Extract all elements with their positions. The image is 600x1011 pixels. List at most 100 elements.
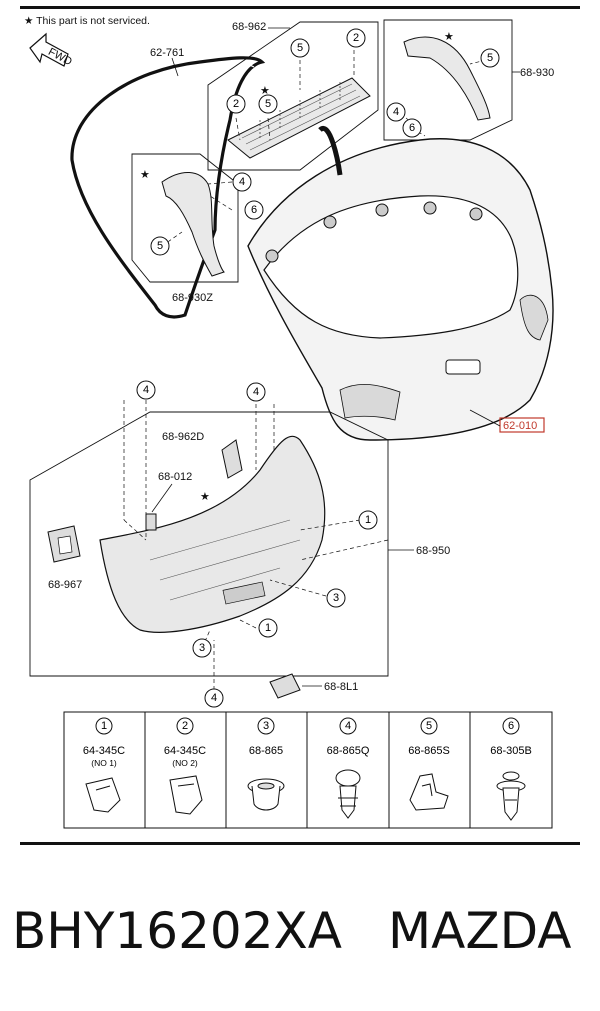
fastener-code: 68-865S [408,745,450,757]
not-serviced-star-icon: ★ [200,491,210,503]
callout-3: 3 [326,588,346,608]
left-side-trim-part[interactable] [161,172,225,277]
clip-nut-icon [169,775,203,815]
fastener-num: 4 [345,720,351,732]
top-rule [20,6,580,9]
label-68-8L1: 68-8L1 [324,681,358,693]
svg-text:2: 2 [233,98,239,110]
callout-1: 1 [258,618,278,638]
fastener-code: 64-345C [83,745,125,757]
callout-5: 5 [258,94,278,114]
bottom-rule [20,842,580,845]
fastener-sub: (NO 2) [172,758,198,768]
callout-6: 6 [244,200,264,220]
label-62-761: 62-761 [150,47,184,59]
not-serviced-star-icon: ★ [260,85,270,97]
lower-trim-box [29,411,389,677]
callout-4: 4 [136,380,156,400]
callout-4: 4 [386,102,406,122]
callout-6: 6 [402,118,422,138]
label-68-950: 68-950 [416,545,450,557]
fastener-col-1[interactable]: 1 64-345C (NO 1) [83,717,125,813]
fastener-num: 6 [508,720,514,732]
svg-text:1: 1 [265,622,271,634]
svg-text:5: 5 [487,52,493,64]
label-62-010: 62-010 [503,420,537,432]
svg-text:2: 2 [353,32,359,44]
svg-text:6: 6 [251,204,257,216]
svg-text:4: 4 [393,106,399,118]
fwd-arrow-icon: FWD [29,32,74,68]
part-number: BHY16202XA [12,902,342,960]
callout-4: 4 [232,172,252,192]
callout-5: 5 [290,38,310,58]
left-trim-box [131,153,239,283]
grommet-icon [247,778,285,811]
fastener-code: 68-305B [490,745,532,757]
callout-2: 2 [226,94,246,114]
svg-text:3: 3 [333,592,339,604]
right-trim-box [383,19,513,141]
label-68-012: 68-012 [158,471,192,483]
upper-trim-box [207,21,379,171]
callout-3: 3 [192,638,212,658]
retainer-clip-icon [409,773,449,811]
callout-5: 5 [150,236,170,256]
label-68-967: 68-967 [48,579,82,591]
circle-callouts: 2 5 2 5 5 4 6 4 6 5 4 4 1 3 1 3 4 [136,28,500,708]
svg-text:6: 6 [409,122,415,134]
clip-nut-icon [85,777,121,813]
highlight-box [499,417,545,433]
fastener-num: 2 [182,720,188,732]
fastener-col-5[interactable]: 5 68-865S [408,717,450,811]
fwd-label: FWD [46,46,74,68]
not-serviced-star-icon: ★ [140,169,150,181]
exploded-parts-diagram: ★ This part is not serviced. FWD 62-761 … [24,15,554,829]
callout-4: 4 [204,688,224,708]
liftgate-part[interactable] [247,125,554,441]
lower-trim-part[interactable] [99,435,326,633]
handle-part[interactable] [47,525,81,563]
fastener-col-3[interactable]: 3 68-865 [247,717,285,811]
callout-4: 4 [246,382,266,402]
weatherstrip-part[interactable] [70,56,266,319]
svg-text:4: 4 [211,692,217,704]
fastener-code: 68-865Q [327,745,370,757]
fastener-sub: (NO 1) [91,758,117,768]
not-serviced-note: ★ This part is not serviced. [24,15,150,27]
callout-2: 2 [346,28,366,48]
push-clip-icon [335,769,361,819]
upper-trim-part[interactable] [227,77,371,159]
svg-text:3: 3 [199,642,205,654]
callout-1: 1 [358,510,378,530]
rivet-clip-icon [496,771,526,821]
label-68-930Z: 68-930Z [172,292,213,304]
svg-text:5: 5 [157,240,163,252]
fastener-col-6[interactable]: 6 68-305B [490,717,532,821]
callout-5: 5 [480,48,500,68]
trim-bracket-part[interactable] [221,439,243,479]
svg-text:1: 1 [365,514,371,526]
footer: BHY16202XA MAZDA [0,900,600,970]
fastener-col-2[interactable]: 2 64-345C (NO 2) [164,717,206,815]
label-68-962D: 68-962D [162,431,204,443]
right-side-trim-part[interactable] [403,36,491,121]
fastener-num: 5 [426,720,432,732]
fastener-num: 1 [101,720,107,732]
svg-text:4: 4 [143,384,149,396]
label-68-962: 68-962 [232,21,266,33]
fastener-num: 3 [263,720,269,732]
pull-handle-part[interactable] [269,673,301,699]
svg-text:4: 4 [253,386,259,398]
fastener-table: 1 64-345C (NO 1) 2 64-345C (NO 2) 3 68-8… [63,711,553,829]
label-68-930: 68-930 [520,67,554,79]
fastener-col-4[interactable]: 4 68-865Q [327,717,370,819]
bracket-clip-part[interactable] [145,513,157,531]
svg-text:5: 5 [265,98,271,110]
fastener-code: 64-345C [164,745,206,757]
brand-name: MAZDA [388,902,572,960]
fastener-code: 68-865 [249,745,283,757]
not-serviced-star-icon: ★ [444,31,454,43]
svg-text:5: 5 [297,42,303,54]
svg-text:4: 4 [239,176,245,188]
